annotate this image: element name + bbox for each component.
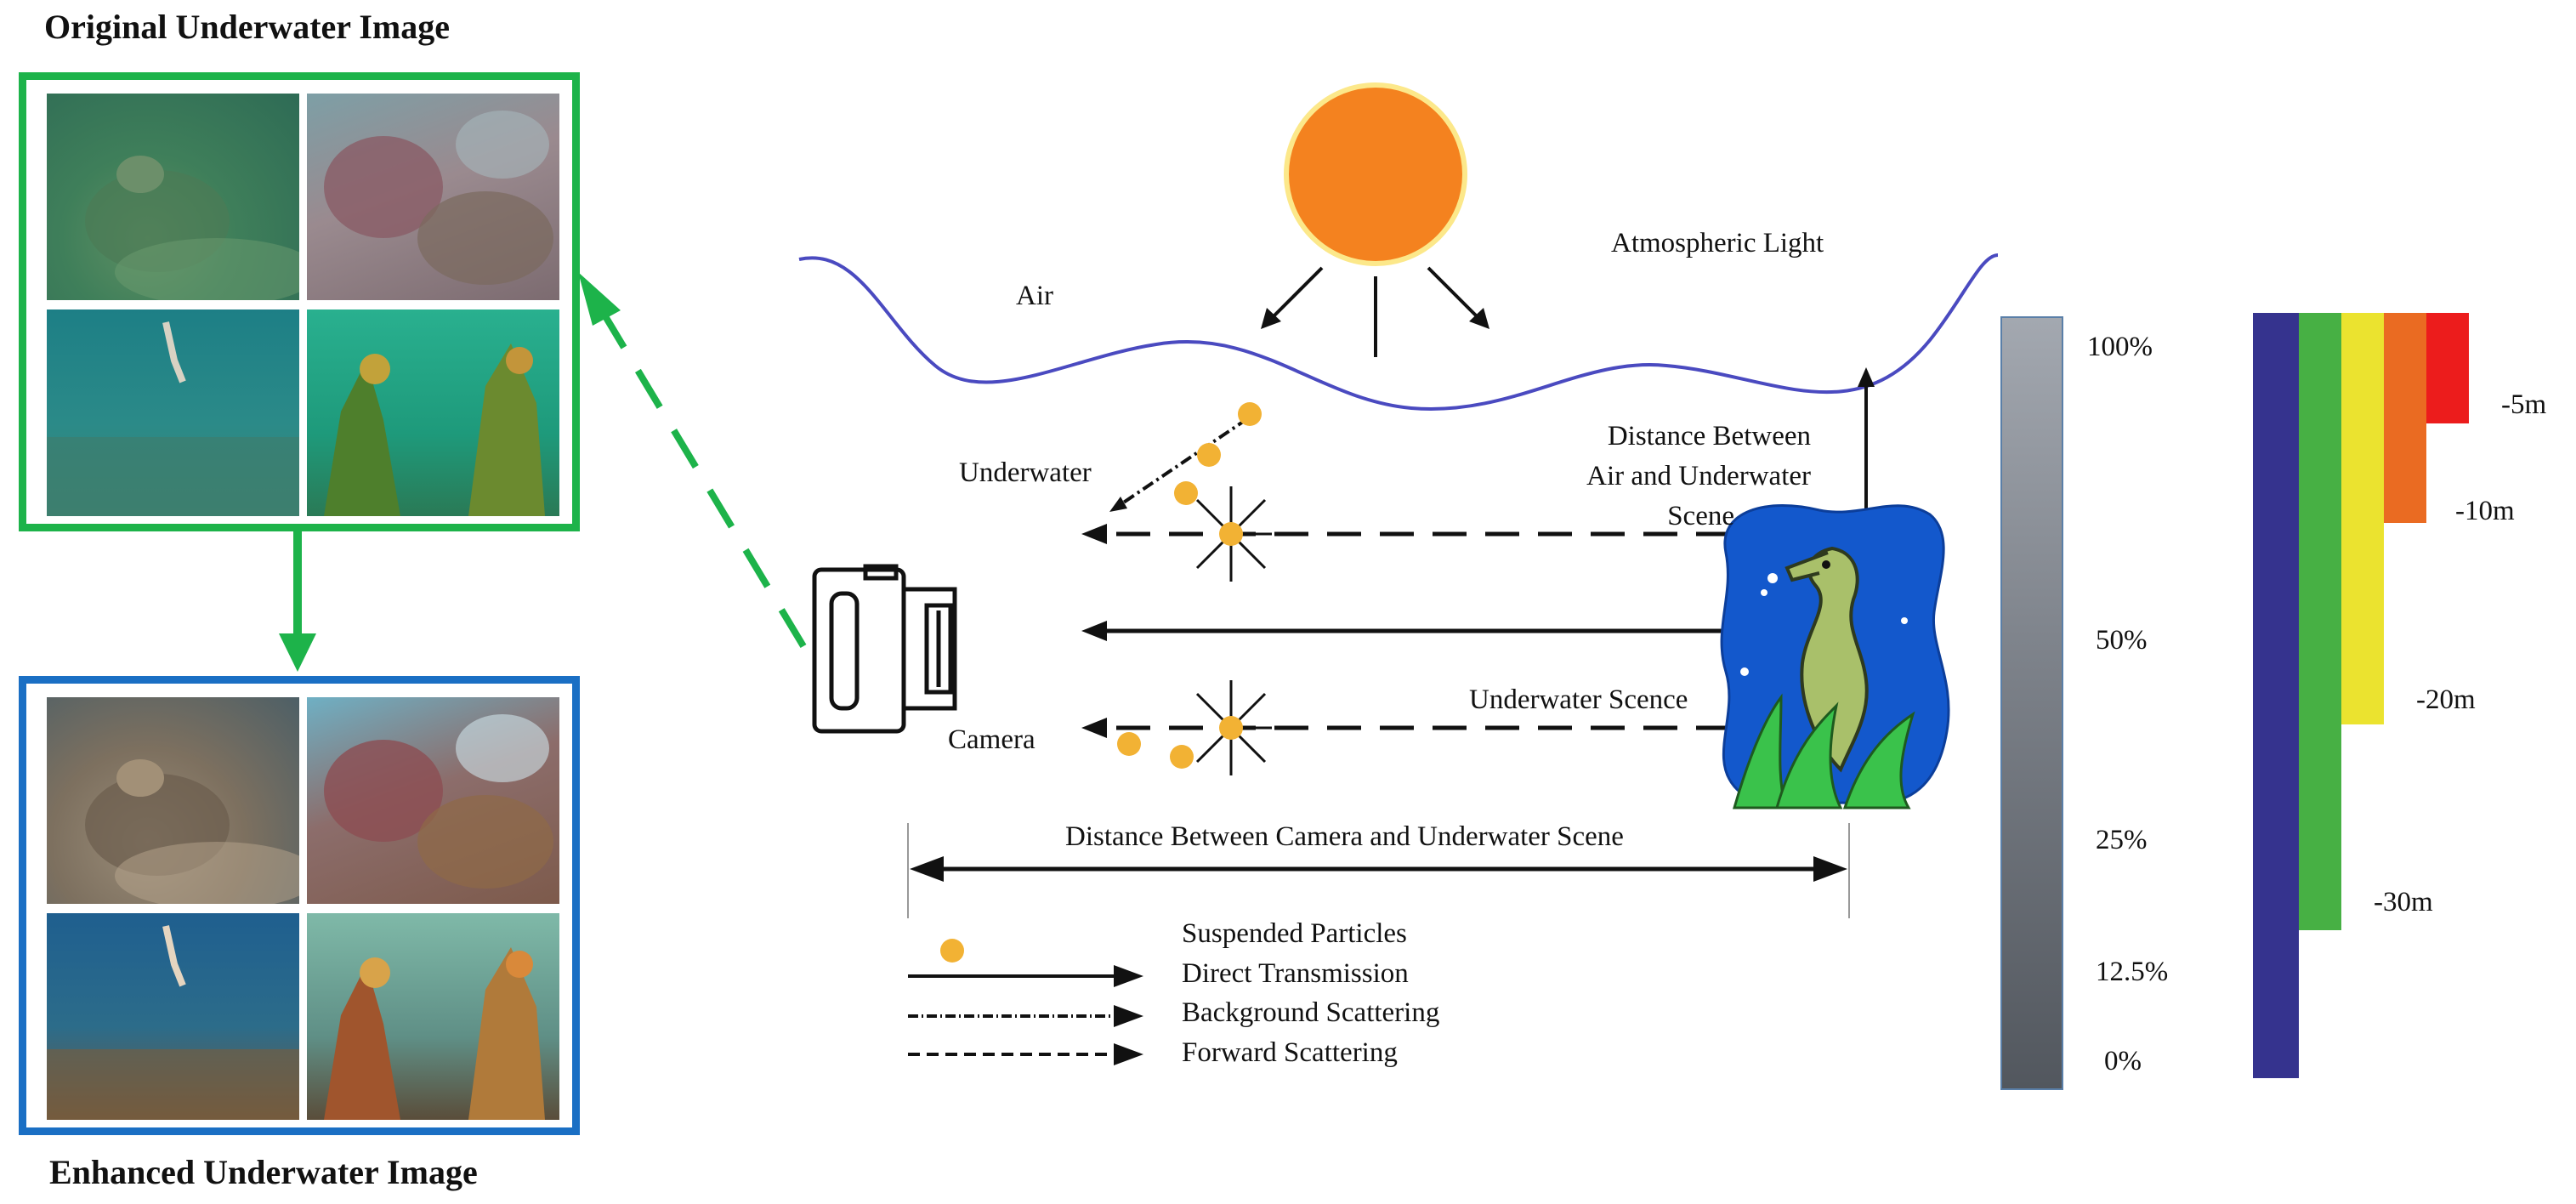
depth-bar-red [2426,313,2469,423]
legend-particles-label: Suspended Particles [1182,918,1407,949]
enhanced-diver-image [47,913,299,1120]
original-coral-image [307,94,559,300]
legend-direct-label: Direct Transmission [1182,958,1409,989]
camera-label: Camera [948,724,1036,755]
sun-icon [1261,82,1489,357]
seahorse-scene-icon [1720,504,1950,809]
atmospheric-light-label: Atmospheric Light [1611,228,1824,258]
distance-camera-label: Distance Between Camera and Underwater S… [1065,821,1624,852]
camera-icon [812,564,957,734]
dashed-green-arrow [578,272,807,649]
suspended-particles [1117,402,1262,769]
light-intensity-bar [2000,316,2063,1090]
original-turtle-image [47,94,299,300]
distance-air-line3: Scene [1667,501,1734,531]
enhanced-image-panel [19,676,580,1135]
water-surface-line [798,253,1999,411]
light-label-0: 0% [2104,1046,2142,1076]
original-image-panel [19,72,580,531]
scatter-particle-bottom [1195,680,1272,775]
depth-bar-yellow [2341,313,2384,724]
light-label-100: 100% [2087,332,2153,362]
distance-air-line1: Distance Between [1607,421,1811,452]
depth-bar-blue [2253,313,2299,1078]
depth-label-10m: -10m [2455,496,2515,526]
depth-label-5m: -5m [2501,389,2547,420]
underwater-scene-label: Underwater Scence [1469,684,1688,715]
enhanced-turtle-image [47,697,299,904]
legend-glyphs [908,939,1143,1065]
enhanced-coral-image [307,697,559,904]
depth-bar-green [2299,313,2341,930]
light-label-25: 25% [2096,825,2148,855]
depth-bar-orange [2384,313,2426,523]
original-reef-image [307,310,559,516]
distance-air-label: Distance Between Air and Underwater Scen… [1573,417,1811,537]
depth-label-20m: -20m [2416,684,2476,715]
underwater-label: Underwater [959,457,1092,488]
enhanced-image-title: Enhanced Underwater Image [49,1153,478,1191]
light-label-12-5: 12.5% [2096,957,2169,987]
legend-forward-label: Forward Scattering [1182,1037,1398,1068]
original-diver-image [47,310,299,516]
down-arrow [279,531,316,672]
depth-label-30m: -30m [2374,887,2433,917]
light-label-50: 50% [2096,625,2148,656]
enhanced-reef-image [307,913,559,1120]
air-label: Air [1016,281,1053,311]
distance-air-line2: Air and Underwater [1586,461,1811,491]
original-image-title: Original Underwater Image [44,8,450,46]
camera-scene-distance-arrow [907,823,1850,918]
legend-background-label: Background Scattering [1182,997,1440,1028]
scatter-particle-top [1195,486,1272,582]
